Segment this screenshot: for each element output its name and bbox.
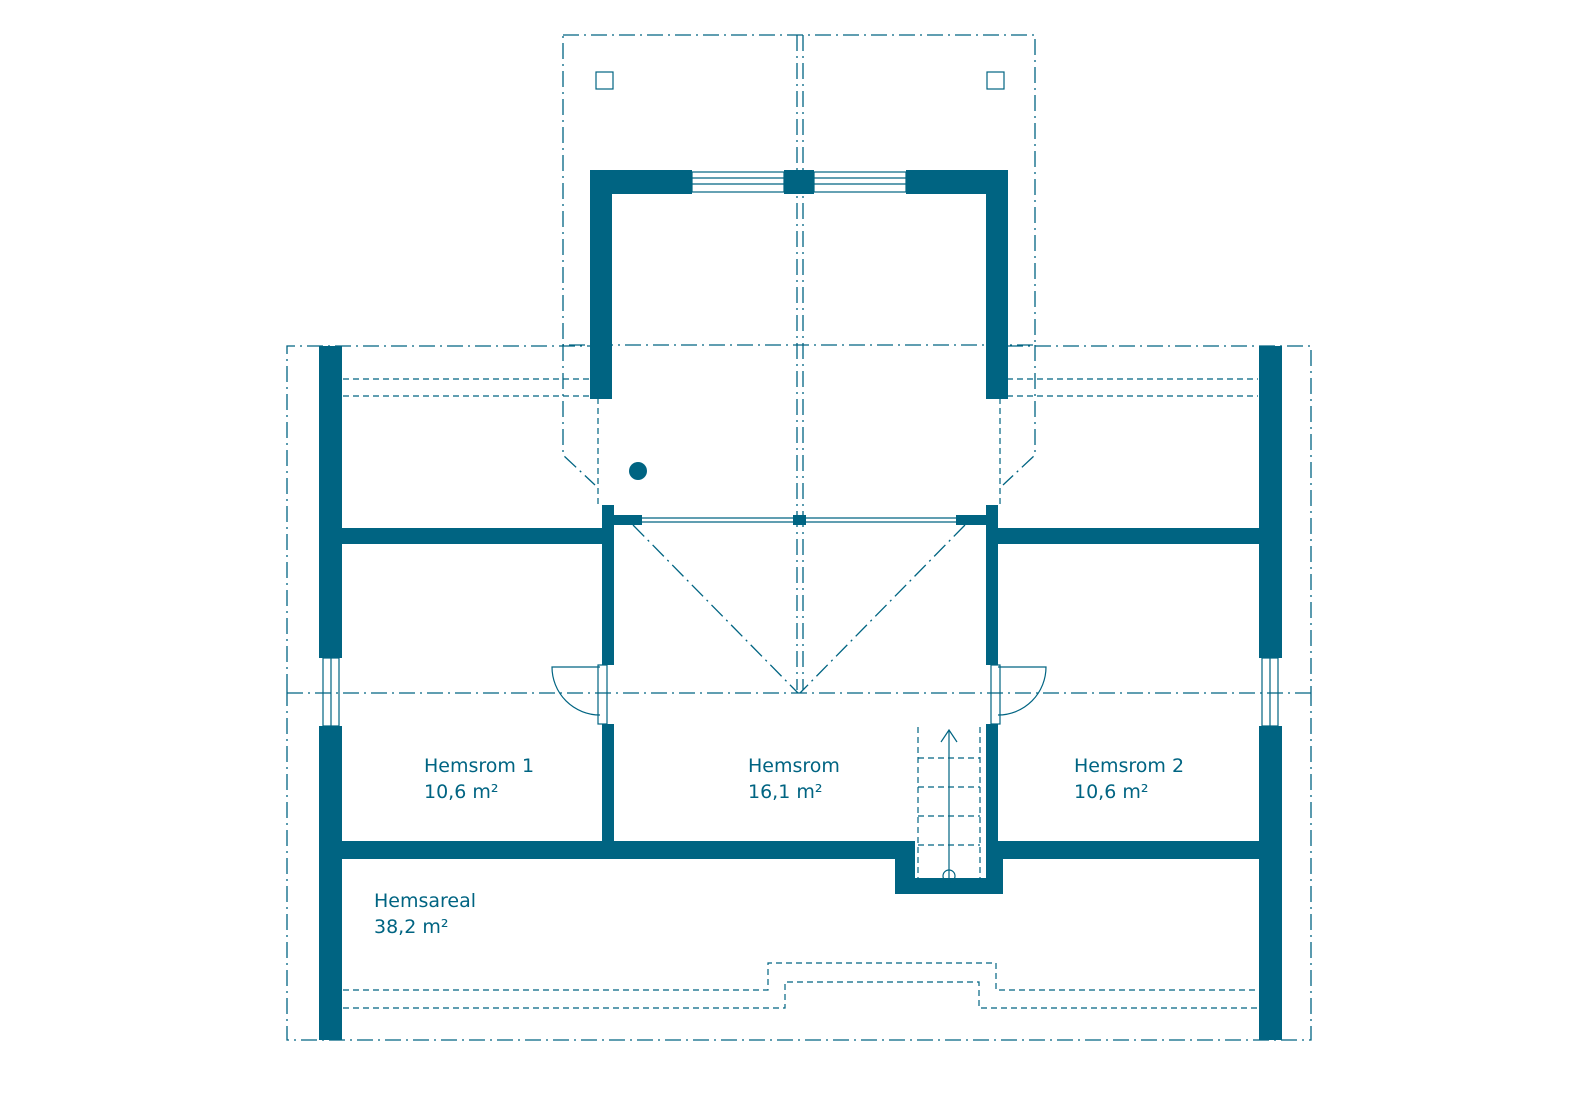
room-label-hemsrom-1: Hemsrom 1 10,6 m² [424,753,534,805]
walls [319,170,1282,1040]
room-area: 16,1 m² [748,781,823,803]
room-label-hemsrom: Hemsrom 16,1 m² [748,753,840,805]
stairs [917,727,981,883]
room-area: 10,6 m² [1074,781,1149,803]
room-name: Hemsrom 2 [1074,755,1185,777]
room-name: Hemsrom 1 [424,755,535,777]
room-area: 38,2 m² [374,916,449,938]
doors [551,664,1047,725]
windows [322,171,1279,727]
room-label-hemsrom-2: Hemsrom 2 10,6 m² [1074,753,1184,805]
room-name: Hemsrom [748,755,840,777]
room-area: 10,6 m² [424,781,499,803]
roof-outline [286,34,1312,1041]
room-label-hemsareal: Hemsareal 38,2 m² [374,888,476,940]
ceiling-lines [343,378,1258,1009]
column [629,462,647,480]
room-name: Hemsareal [374,890,477,912]
vent-squares [595,71,1005,90]
